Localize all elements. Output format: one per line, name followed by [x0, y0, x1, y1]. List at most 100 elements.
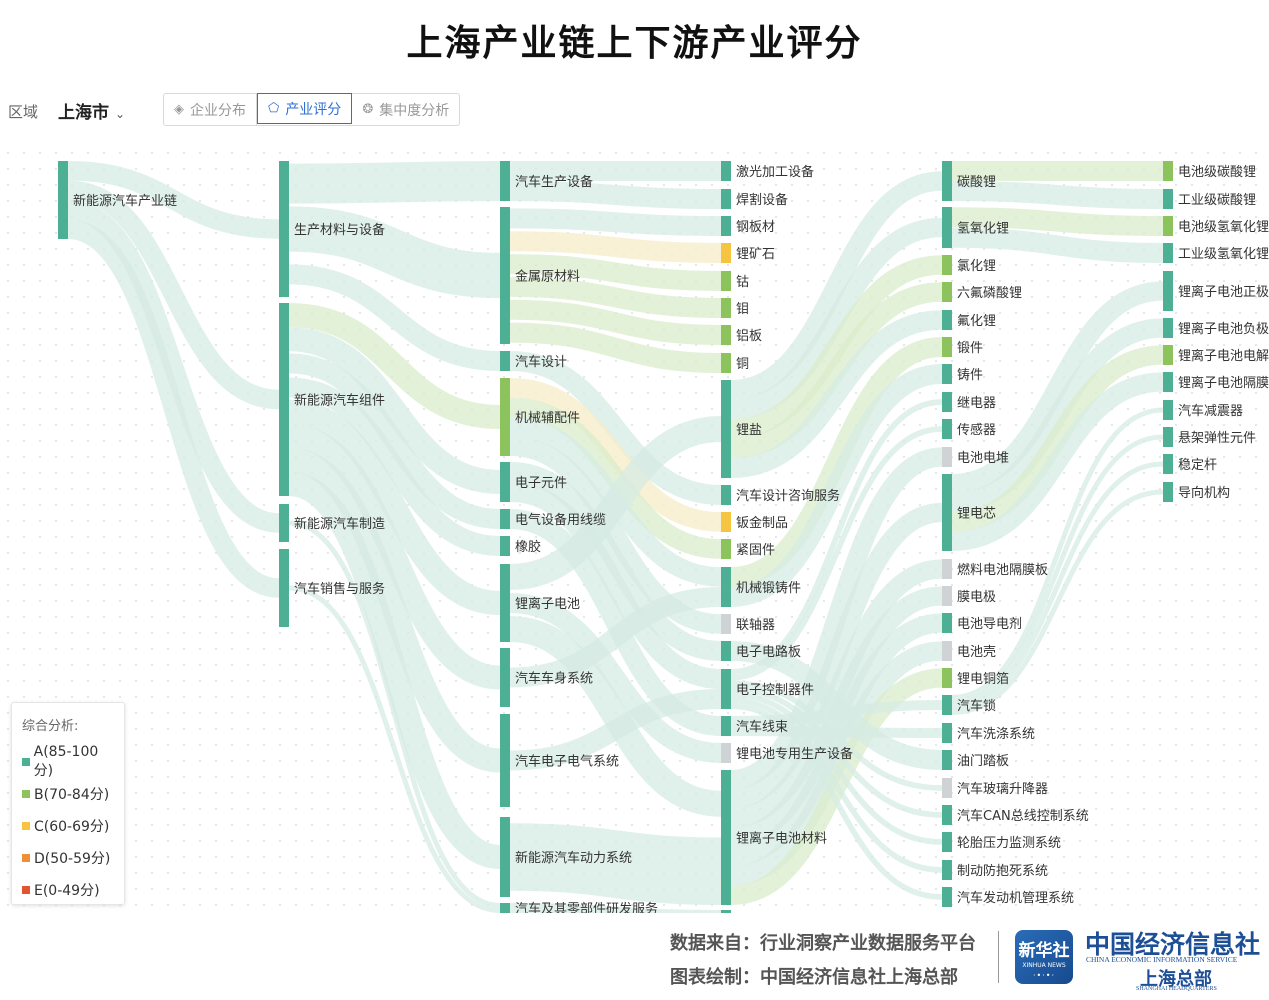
- sankey-node-bar[interactable]: [500, 903, 510, 913]
- sankey-node-label[interactable]: 钣金制品: [736, 515, 788, 531]
- sankey-link[interactable]: [288, 585, 501, 913]
- sankey-link[interactable]: [509, 593, 722, 763]
- sankey-link[interactable]: [288, 264, 501, 371]
- sankey-node-bar[interactable]: [1163, 372, 1173, 392]
- sankey-link[interactable]: [509, 378, 722, 532]
- sankey-link[interactable]: [67, 161, 280, 239]
- sankey-node-label[interactable]: 铸件: [957, 367, 983, 383]
- sankey-link[interactable]: [730, 502, 943, 809]
- sankey-node-bar[interactable]: [942, 207, 952, 248]
- sankey-node-bar[interactable]: [942, 282, 952, 302]
- sankey-node-bar[interactable]: [942, 805, 952, 825]
- sankey-node-label[interactable]: 新能源汽车制造: [294, 516, 385, 532]
- sankey-node-label[interactable]: 氯化锂: [957, 259, 996, 274]
- sankey-node-bar[interactable]: [721, 669, 731, 709]
- legend-item-e[interactable]: E(0-49分): [22, 874, 114, 906]
- sankey-link[interactable]: [288, 399, 501, 616]
- sankey-link[interactable]: [730, 641, 943, 770]
- legend-item-d[interactable]: D(50-59分): [22, 842, 114, 874]
- sankey-node-bar[interactable]: [942, 750, 952, 770]
- sankey-node-bar[interactable]: [500, 509, 510, 529]
- sankey-node-bar[interactable]: [1163, 482, 1173, 502]
- sankey-link[interactable]: [509, 509, 722, 736]
- sankey-node-bar[interactable]: [1163, 271, 1173, 311]
- legend-item-b[interactable]: B(70-84分): [22, 778, 114, 810]
- sankey-node-label[interactable]: 锂离子电池负极材料: [1178, 321, 1269, 337]
- sankey-link[interactable]: [730, 217, 943, 420]
- sankey-node-label[interactable]: 紧固件: [736, 543, 775, 558]
- sankey-node-bar[interactable]: [942, 559, 952, 579]
- sankey-link[interactable]: [509, 299, 722, 345]
- sankey-node-bar[interactable]: [942, 860, 952, 880]
- sankey-link[interactable]: [288, 423, 501, 690]
- sankey-node-bar[interactable]: [721, 216, 731, 236]
- sankey-node-bar[interactable]: [279, 161, 289, 297]
- sankey-node-bar[interactable]: [942, 310, 952, 330]
- sankey-link[interactable]: [730, 447, 943, 790]
- sankey-node-label[interactable]: 电子元件: [515, 476, 567, 491]
- sankey-node-label[interactable]: 锂电池专用生产设备: [736, 746, 853, 762]
- sankey-link[interactable]: [951, 461, 1164, 710]
- sankey-node-label[interactable]: 电子电路板: [736, 644, 801, 660]
- sankey-link[interactable]: [951, 227, 1164, 263]
- sankey-link[interactable]: [951, 207, 1164, 236]
- sankey-link[interactable]: [67, 200, 280, 533]
- sankey-node-label[interactable]: 汽车电子电气系统: [515, 754, 619, 770]
- sankey-link[interactable]: [288, 377, 501, 556]
- sankey-node-bar[interactable]: [942, 832, 952, 852]
- sankey-link[interactable]: [951, 181, 1164, 209]
- sankey-node-bar[interactable]: [721, 161, 731, 181]
- sankey-link[interactable]: [730, 337, 943, 587]
- sankey-node-label[interactable]: 新能源汽车动力系统: [515, 850, 632, 866]
- sankey-node-label[interactable]: 铝板: [736, 329, 762, 344]
- sankey-node-bar[interactable]: [500, 564, 510, 642]
- sankey-node-bar[interactable]: [942, 668, 952, 688]
- sankey-link[interactable]: [730, 613, 943, 867]
- sankey-node-label[interactable]: 锂离子电池材料: [736, 831, 827, 847]
- sankey-node-label[interactable]: 焊割设备: [736, 192, 788, 208]
- sankey-link[interactable]: [509, 397, 722, 559]
- sankey-node-label[interactable]: 制动防抱死系统: [957, 863, 1048, 879]
- sankey-node-bar[interactable]: [721, 298, 731, 318]
- sankey-link[interactable]: [730, 680, 943, 791]
- sankey-node-label[interactable]: 燃料电池隔膜板: [957, 562, 1048, 578]
- sankey-node-label[interactable]: 轮胎压力监测系统: [957, 836, 1061, 851]
- sankey-link[interactable]: [730, 697, 943, 873]
- sankey-node-bar[interactable]: [1163, 345, 1173, 365]
- sankey-canvas[interactable]: 新能源汽车产业链生产材料与设备新能源汽车组件新能源汽车制造汽车销售与服务汽车生产…: [0, 145, 1269, 913]
- sankey-node-bar[interactable]: [942, 255, 952, 275]
- sankey-node-bar[interactable]: [942, 337, 952, 357]
- sankey-node-bar[interactable]: [942, 695, 952, 715]
- sankey-node-label[interactable]: 锂矿石: [736, 247, 775, 262]
- sankey-link[interactable]: [288, 161, 501, 204]
- sankey-node-label[interactable]: 新能源汽车组件: [294, 393, 385, 409]
- sankey-node-label[interactable]: 继电器: [957, 396, 996, 411]
- sankey-node-bar[interactable]: [942, 474, 952, 551]
- legend-item-a[interactable]: A(85-100分): [22, 744, 114, 779]
- sankey-node-bar[interactable]: [721, 380, 731, 478]
- sankey-node-label[interactable]: 工业级氢氧化锂: [1178, 247, 1269, 262]
- sankey-node-label[interactable]: 锂离子电池电解液: [1178, 348, 1269, 364]
- sankey-node-bar[interactable]: [942, 641, 952, 661]
- sankey-node-label[interactable]: 电池级碳酸锂: [1178, 165, 1256, 180]
- sankey-node-label[interactable]: 电气设备用线缆: [515, 512, 606, 528]
- sankey-node-label[interactable]: 电池级氢氧化锂: [1178, 220, 1269, 235]
- sankey-node-label[interactable]: 汽车减震器: [1178, 403, 1243, 419]
- sankey-node-bar[interactable]: [721, 910, 731, 913]
- sankey-link[interactable]: [730, 255, 943, 439]
- sankey-node-bar[interactable]: [721, 189, 731, 209]
- sankey-node-bar[interactable]: [1163, 427, 1173, 447]
- sankey-node-bar[interactable]: [1163, 318, 1173, 338]
- sankey-node-label[interactable]: 油门踏板: [957, 754, 1009, 769]
- sankey-node-label[interactable]: 新能源汽车产业链: [73, 193, 177, 209]
- sankey-node-bar[interactable]: [1163, 161, 1173, 181]
- sankey-node-bar[interactable]: [942, 447, 952, 467]
- sankey-node-bar[interactable]: [279, 504, 289, 542]
- sankey-link[interactable]: [287, 447, 502, 773]
- sankey-node-label[interactable]: 锂离子电池隔膜: [1178, 375, 1269, 391]
- sankey-node-label[interactable]: 电池壳: [957, 645, 996, 660]
- sankey-link[interactable]: [509, 322, 722, 373]
- sankey-node-label[interactable]: 碳酸锂: [957, 175, 996, 190]
- sankey-link[interactable]: [509, 231, 722, 263]
- sankey-link[interactable]: [509, 482, 722, 689]
